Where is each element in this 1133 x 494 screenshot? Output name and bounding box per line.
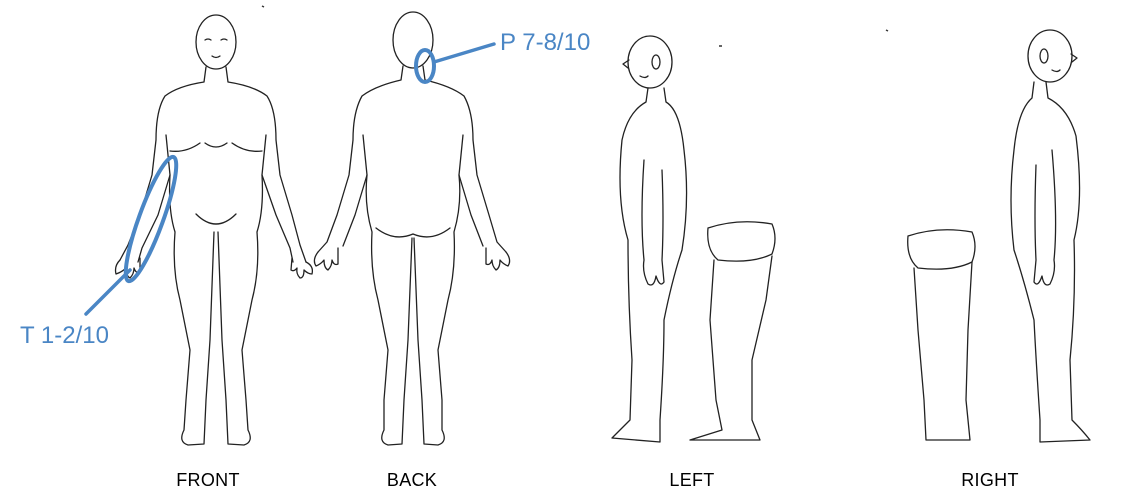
right-head	[1028, 30, 1072, 82]
left-face	[623, 60, 648, 78]
back-right-inner-arm	[459, 135, 483, 246]
right-figure	[908, 30, 1090, 442]
left-back-thigh	[708, 222, 775, 261]
front-figure	[116, 15, 313, 445]
front-label: FRONT	[148, 470, 268, 491]
front-head	[196, 15, 236, 69]
back-left-inner-arm	[343, 135, 367, 246]
left-back-leg	[690, 256, 772, 440]
front-pelvis	[196, 214, 236, 224]
back-buttocks	[376, 228, 450, 237]
back-left-side	[318, 66, 403, 252]
right-face	[1052, 54, 1077, 72]
back-label: BACK	[352, 470, 472, 491]
front-chest	[170, 143, 262, 151]
left-figure	[612, 36, 775, 442]
right-label: RIGHT	[930, 470, 1050, 491]
back-left-leg	[366, 175, 412, 445]
back-right-leg	[414, 175, 460, 445]
neck-leader-line	[434, 44, 494, 62]
right-arm	[1034, 150, 1056, 285]
left-body-outline	[612, 88, 687, 442]
right-ear	[1040, 49, 1048, 63]
right-body-outline	[1011, 82, 1090, 442]
left-arm	[642, 160, 664, 285]
left-head	[628, 36, 672, 88]
back-figure	[314, 12, 509, 445]
neck-annotation-text: P 7-8/10	[500, 29, 590, 57]
front-right-side	[226, 67, 306, 262]
back-right-side	[423, 66, 506, 252]
left-label: LEFT	[632, 470, 752, 491]
forearm-leader-line	[86, 270, 130, 314]
forearm-annotation-text: T 1-2/10	[20, 322, 109, 350]
right-back-thigh	[908, 230, 975, 269]
front-right-leg	[218, 175, 262, 445]
front-left-leg	[170, 175, 214, 445]
annotation-marks	[86, 44, 494, 314]
front-right-hand	[291, 258, 312, 278]
front-face	[205, 39, 227, 58]
left-ear	[652, 55, 660, 69]
back-head	[393, 12, 433, 68]
right-back-leg	[914, 262, 972, 440]
